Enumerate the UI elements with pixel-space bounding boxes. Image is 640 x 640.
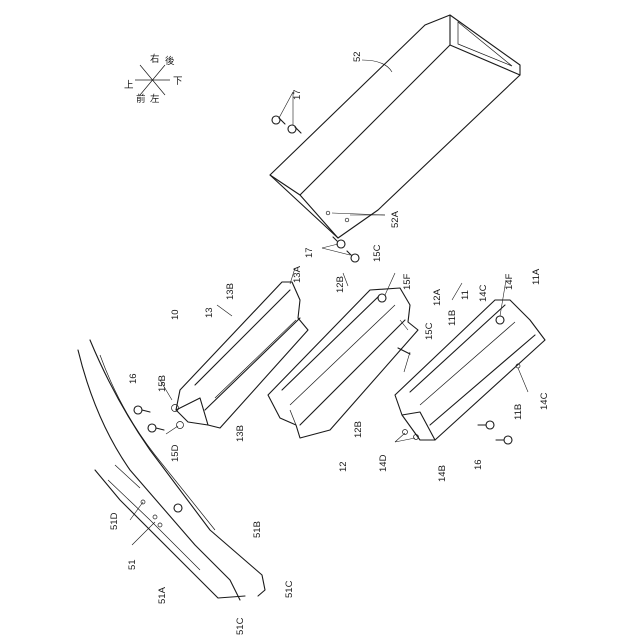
dir-rear: 後 xyxy=(165,55,175,67)
orientation-compass: 上 下 前 後 左 右 xyxy=(124,53,183,105)
label-14B: 14B xyxy=(437,465,448,482)
label-17-upper: 17 xyxy=(292,89,303,100)
label-15B: 15B xyxy=(157,375,168,392)
label-17-lower: 17 xyxy=(304,247,315,258)
dir-right: 右 xyxy=(150,53,160,65)
label-13: 13 xyxy=(204,307,215,318)
label-16-left: 16 xyxy=(128,373,139,384)
label-12B-bottom: 12B xyxy=(353,421,364,438)
dir-up: 上 xyxy=(124,80,134,91)
label-14F: 14F xyxy=(504,273,515,290)
label-15C-top: 15C xyxy=(372,244,383,262)
bolt-16-left xyxy=(134,406,164,432)
label-11A: 11A xyxy=(531,268,542,285)
label-13B-top: 13B xyxy=(225,283,236,300)
label-52: 52 xyxy=(352,51,363,62)
dir-down: 下 xyxy=(173,76,183,87)
label-15F: 15F xyxy=(402,273,413,290)
bolt-16-right xyxy=(478,421,512,444)
label-14C-bottom: 14C xyxy=(539,392,550,410)
dir-front: 前 xyxy=(136,93,146,105)
label-52A: 52A xyxy=(390,210,401,228)
label-15C-mid: 15C xyxy=(424,322,435,340)
label-11: 11 xyxy=(460,290,471,300)
label-16-right: 16 xyxy=(473,459,484,470)
bolt-17-upper xyxy=(272,116,301,133)
label-11B-top: 11B xyxy=(447,310,458,326)
label-12: 12 xyxy=(338,461,349,472)
label-51A: 51A xyxy=(157,586,168,604)
label-13A: 13A xyxy=(292,265,303,283)
dir-left: 左 xyxy=(150,93,160,105)
label-51C-right: 51C xyxy=(284,580,295,598)
label-14C-top: 14C xyxy=(478,284,489,302)
label-51C-bottom: 51C xyxy=(235,617,246,635)
label-51D: 51D xyxy=(109,512,120,530)
label-51: 51 xyxy=(127,559,138,570)
label-12A: 12A xyxy=(432,288,443,306)
bolt-17-lower xyxy=(333,237,359,262)
label-15D: 15D xyxy=(170,444,181,462)
square-tube-52 xyxy=(270,15,520,238)
label-14D: 14D xyxy=(378,454,389,472)
label-13B-bottom: 13B xyxy=(235,425,246,442)
label-11B-bottom: 11B xyxy=(513,404,524,420)
label-10: 10 xyxy=(170,309,181,320)
label-51B: 51B xyxy=(252,521,263,538)
label-12B-top: 12B xyxy=(335,276,346,293)
